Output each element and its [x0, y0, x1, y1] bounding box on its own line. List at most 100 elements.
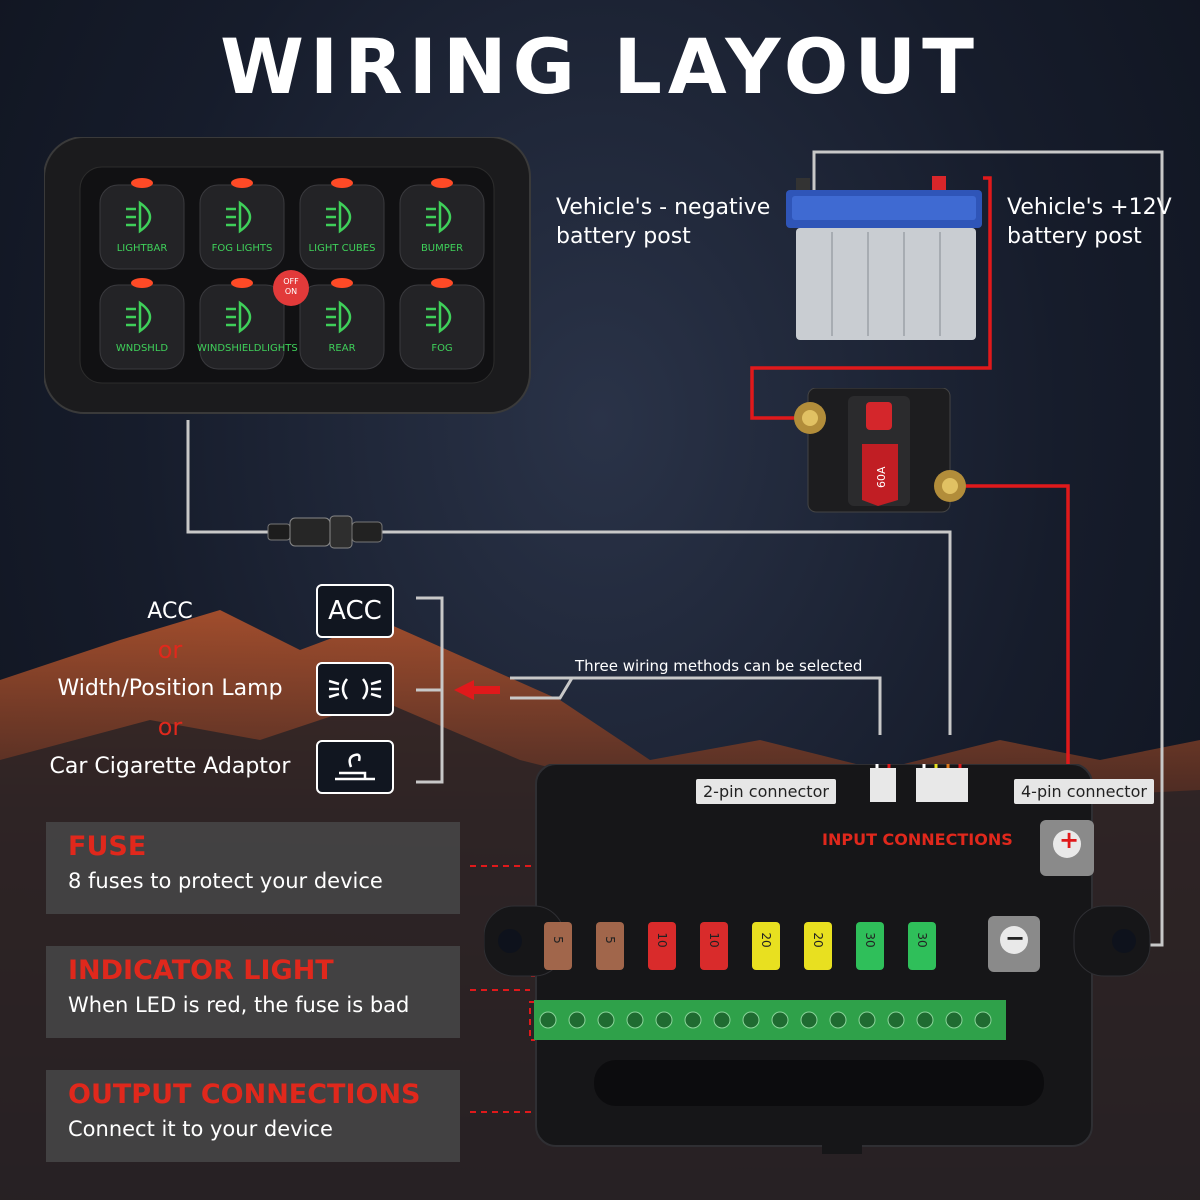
position-lamp-option-box	[316, 662, 394, 716]
fuse[interactable]	[544, 922, 572, 970]
circuit-breaker: 60A	[794, 388, 966, 513]
output-terminal[interactable]	[771, 1011, 789, 1029]
fuse[interactable]	[804, 922, 832, 970]
fog-lights-icon	[226, 200, 252, 234]
fuse-rating: 10	[655, 932, 669, 947]
output-terminal[interactable]	[887, 1011, 905, 1029]
power-off-label: OFF	[283, 277, 299, 286]
acc-box-text: ACC	[328, 596, 382, 626]
negative-post-label: Vehicle's - negative battery post	[556, 195, 771, 249]
indicator-led	[431, 178, 453, 188]
fuse-rating: 5	[551, 936, 565, 944]
indicator-led	[231, 278, 253, 288]
output-terminal[interactable]	[626, 1011, 644, 1029]
indicator-led	[131, 178, 153, 188]
output-terminal[interactable]	[858, 1011, 876, 1029]
panel-button-label: LIGHT CUBES	[308, 243, 376, 254]
output-terminal[interactable]	[684, 1011, 702, 1029]
output-info-title: OUTPUT CONNECTIONS	[68, 1079, 421, 1110]
panel-button-8[interactable]	[399, 284, 485, 370]
arrow-left-icon	[454, 680, 500, 700]
output-info-desc: Connect it to your device	[68, 1117, 333, 1141]
fuse-rating: 20	[811, 932, 825, 947]
output-terminal[interactable]	[829, 1011, 847, 1029]
panel-button-label: FOG LIGHTS	[211, 243, 273, 254]
fuse[interactable]	[752, 922, 780, 970]
output-terminal[interactable]	[974, 1011, 992, 1029]
fuse[interactable]	[648, 922, 676, 970]
output-terminal[interactable]	[800, 1011, 818, 1029]
four-pin-connector-label: 4-pin connector	[1014, 779, 1154, 804]
output-info-box: OUTPUT CONNECTIONS Connect it to your de…	[46, 1070, 460, 1162]
harness-cable	[380, 530, 952, 735]
panel-button-3[interactable]	[299, 184, 385, 270]
waterproof-connector	[267, 515, 383, 549]
acc-option-label: ACC	[147, 599, 193, 624]
positive-post-label: Vehicle's +12V battery post	[1007, 195, 1172, 249]
panel-button-label: WNDSHLD	[115, 343, 169, 354]
light-cubes-icon	[326, 200, 352, 234]
indicator-led	[131, 278, 153, 288]
panel-button-1[interactable]	[99, 184, 185, 270]
indicator-led	[331, 178, 353, 188]
windshield-icon	[126, 300, 152, 334]
panel-button-label: WINDSHIELDLIGHTS	[197, 343, 298, 354]
indicator-info-desc: When LED is red, the fuse is bad	[68, 993, 410, 1017]
positive-terminal-symbol: +	[1058, 826, 1080, 854]
output-terminal[interactable]	[568, 1011, 586, 1029]
fuse-info-title: FUSE	[68, 831, 147, 862]
cigarette-lighter-icon	[335, 753, 375, 781]
cigarette-adaptor-label: Car Cigarette Adaptor	[49, 754, 291, 779]
lightbar-icon	[126, 200, 152, 234]
fuse[interactable]	[596, 922, 624, 970]
cigarette-option-box	[316, 740, 394, 794]
output-terminal[interactable]	[539, 1011, 557, 1029]
fuse-info-box: FUSE 8 fuses to protect your device	[46, 822, 460, 914]
output-terminal[interactable]	[742, 1011, 760, 1029]
indicator-led	[331, 278, 353, 288]
indicator-led	[431, 278, 453, 288]
panel-button-7[interactable]	[299, 284, 385, 370]
battery	[786, 176, 982, 340]
or-label-2: or	[157, 713, 183, 741]
panel-button-6[interactable]	[199, 284, 285, 370]
fuse[interactable]	[908, 922, 936, 970]
output-terminal[interactable]	[713, 1011, 731, 1029]
breaker-rating: 60A	[875, 466, 888, 488]
acc-option-box: ACC	[316, 584, 394, 638]
panel-button-label: LIGHTBAR	[116, 243, 168, 254]
output-terminal[interactable]	[945, 1011, 963, 1029]
output-terminal[interactable]	[655, 1011, 673, 1029]
windshield-lights-icon	[226, 300, 252, 334]
power-button[interactable]: OFF ON	[273, 270, 309, 306]
fuse-rating: 10	[707, 932, 721, 947]
power-on-label: ON	[284, 287, 298, 296]
panel-button-4[interactable]	[399, 184, 485, 270]
breaker-output-wire	[960, 484, 1070, 828]
output-terminal[interactable]	[597, 1011, 615, 1029]
fuse-rating: 5	[603, 936, 617, 944]
output-terminal[interactable]	[916, 1011, 934, 1029]
panel-button-label: FOG	[431, 343, 453, 354]
panel-button-2[interactable]	[199, 184, 285, 270]
two-pin-connector-label: 2-pin connector	[696, 779, 836, 804]
selector-wire	[572, 676, 882, 735]
wiring-methods-note: Three wiring methods can be selected	[575, 657, 863, 675]
panel-button-5[interactable]	[99, 284, 185, 370]
page-title: WIRING LAYOUT	[220, 22, 980, 111]
fuse[interactable]	[856, 922, 884, 970]
panel-button-label: BUMPER	[420, 243, 464, 254]
fuse-rating: 30	[915, 932, 929, 947]
or-label-1: or	[157, 636, 183, 664]
panel-button-label: REAR	[328, 343, 356, 354]
fog-icon	[426, 300, 452, 334]
rear-icon	[326, 300, 352, 334]
fuse[interactable]	[700, 922, 728, 970]
indicator-info-box: INDICATOR LIGHT When LED is red, the fus…	[46, 946, 460, 1038]
positive-wire	[750, 176, 992, 420]
fuse-rating: 30	[863, 932, 877, 947]
indicator-led	[231, 178, 253, 188]
position-lamp-icon	[328, 678, 382, 700]
